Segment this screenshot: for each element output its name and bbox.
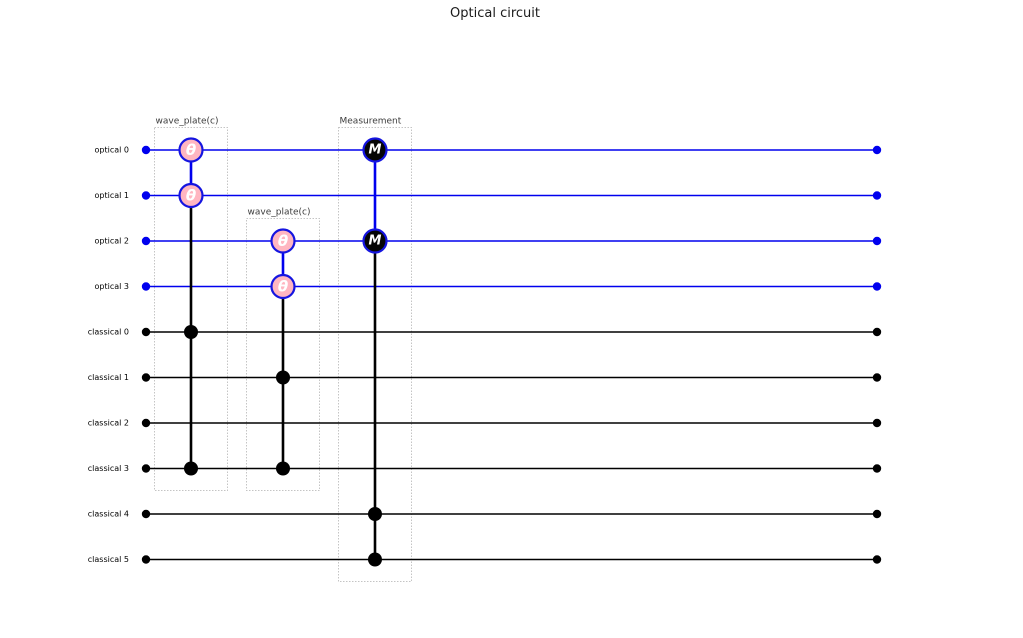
classical-dot-1-5: [276, 370, 290, 385]
wire-start-dot-8: [141, 509, 151, 519]
wire-label-3: optical 3: [95, 282, 130, 291]
wire-end-dot-4: [872, 327, 882, 337]
operation-label-0: wave_plate(c): [156, 117, 219, 127]
classical-dot-0-4: [184, 325, 198, 339]
gate-symbol-1-1: θ: [278, 278, 288, 296]
wire-start-dot-0: [141, 145, 151, 155]
gate-symbol-0-1: θ: [186, 187, 196, 205]
wire-end-dot-0: [872, 145, 882, 155]
wire-end-dot-3: [872, 282, 882, 291]
gate-symbol-0-0: θ: [186, 141, 196, 159]
wire-end-dot-7: [872, 464, 882, 473]
wave-plate-gate-0-0: [178, 137, 204, 163]
wire-end-dot-5: [872, 373, 882, 382]
wire-start-dot-1: [141, 191, 151, 200]
wave-plate-gate-1-0: [270, 228, 296, 254]
operation-label-2: Measurement: [340, 117, 402, 127]
wire-end-dot-8: [872, 509, 882, 519]
wire-label-1: optical 1: [95, 191, 130, 200]
wire-end-dot-2: [872, 236, 882, 246]
wire-end-dot-6: [872, 418, 882, 428]
wire-start-dot-5: [141, 373, 151, 382]
wire-start-dot-9: [141, 555, 151, 564]
gate-symbol-1-0: θ: [278, 232, 288, 250]
wave-plate-gate-1-1: [270, 273, 296, 300]
classical-dot-2-9: [368, 552, 382, 567]
operation-box-1: [246, 218, 320, 491]
wire-start-dot-3: [141, 282, 151, 291]
wire-label-5: classical 1: [88, 373, 129, 382]
wire-label-6: classical 2: [88, 419, 129, 428]
operation-box-2: [338, 127, 412, 582]
operation-box-0: [154, 127, 228, 491]
wire-label-7: classical 3: [88, 464, 129, 473]
figure-title: Optical circuit: [450, 6, 540, 21]
wire-label-8: classical 4: [88, 510, 129, 519]
wire-label-2: optical 2: [95, 237, 130, 246]
classical-dot-2-8: [368, 507, 382, 521]
measure-gate-2-1: [362, 228, 388, 254]
wire-end-dot-1: [872, 191, 882, 200]
operation-label-1: wave_plate(c): [248, 208, 311, 218]
classical-dot-0-7: [184, 461, 198, 476]
classical-dot-1-7: [276, 461, 290, 476]
wave-plate-gate-0-1: [178, 182, 204, 209]
gate-symbol-2-0: M: [369, 143, 382, 158]
measure-gate-2-0: [362, 137, 388, 163]
wire-label-9: classical 5: [88, 555, 129, 564]
wire-start-dot-7: [141, 464, 151, 473]
wire-start-dot-4: [141, 327, 151, 337]
wire-label-4: classical 0: [88, 328, 129, 337]
wire-start-dot-2: [141, 236, 151, 246]
wire-label-0: optical 0: [95, 146, 130, 155]
wire-end-dot-9: [872, 555, 882, 564]
wire-start-dot-6: [141, 418, 151, 428]
gate-symbol-2-1: M: [369, 234, 382, 249]
